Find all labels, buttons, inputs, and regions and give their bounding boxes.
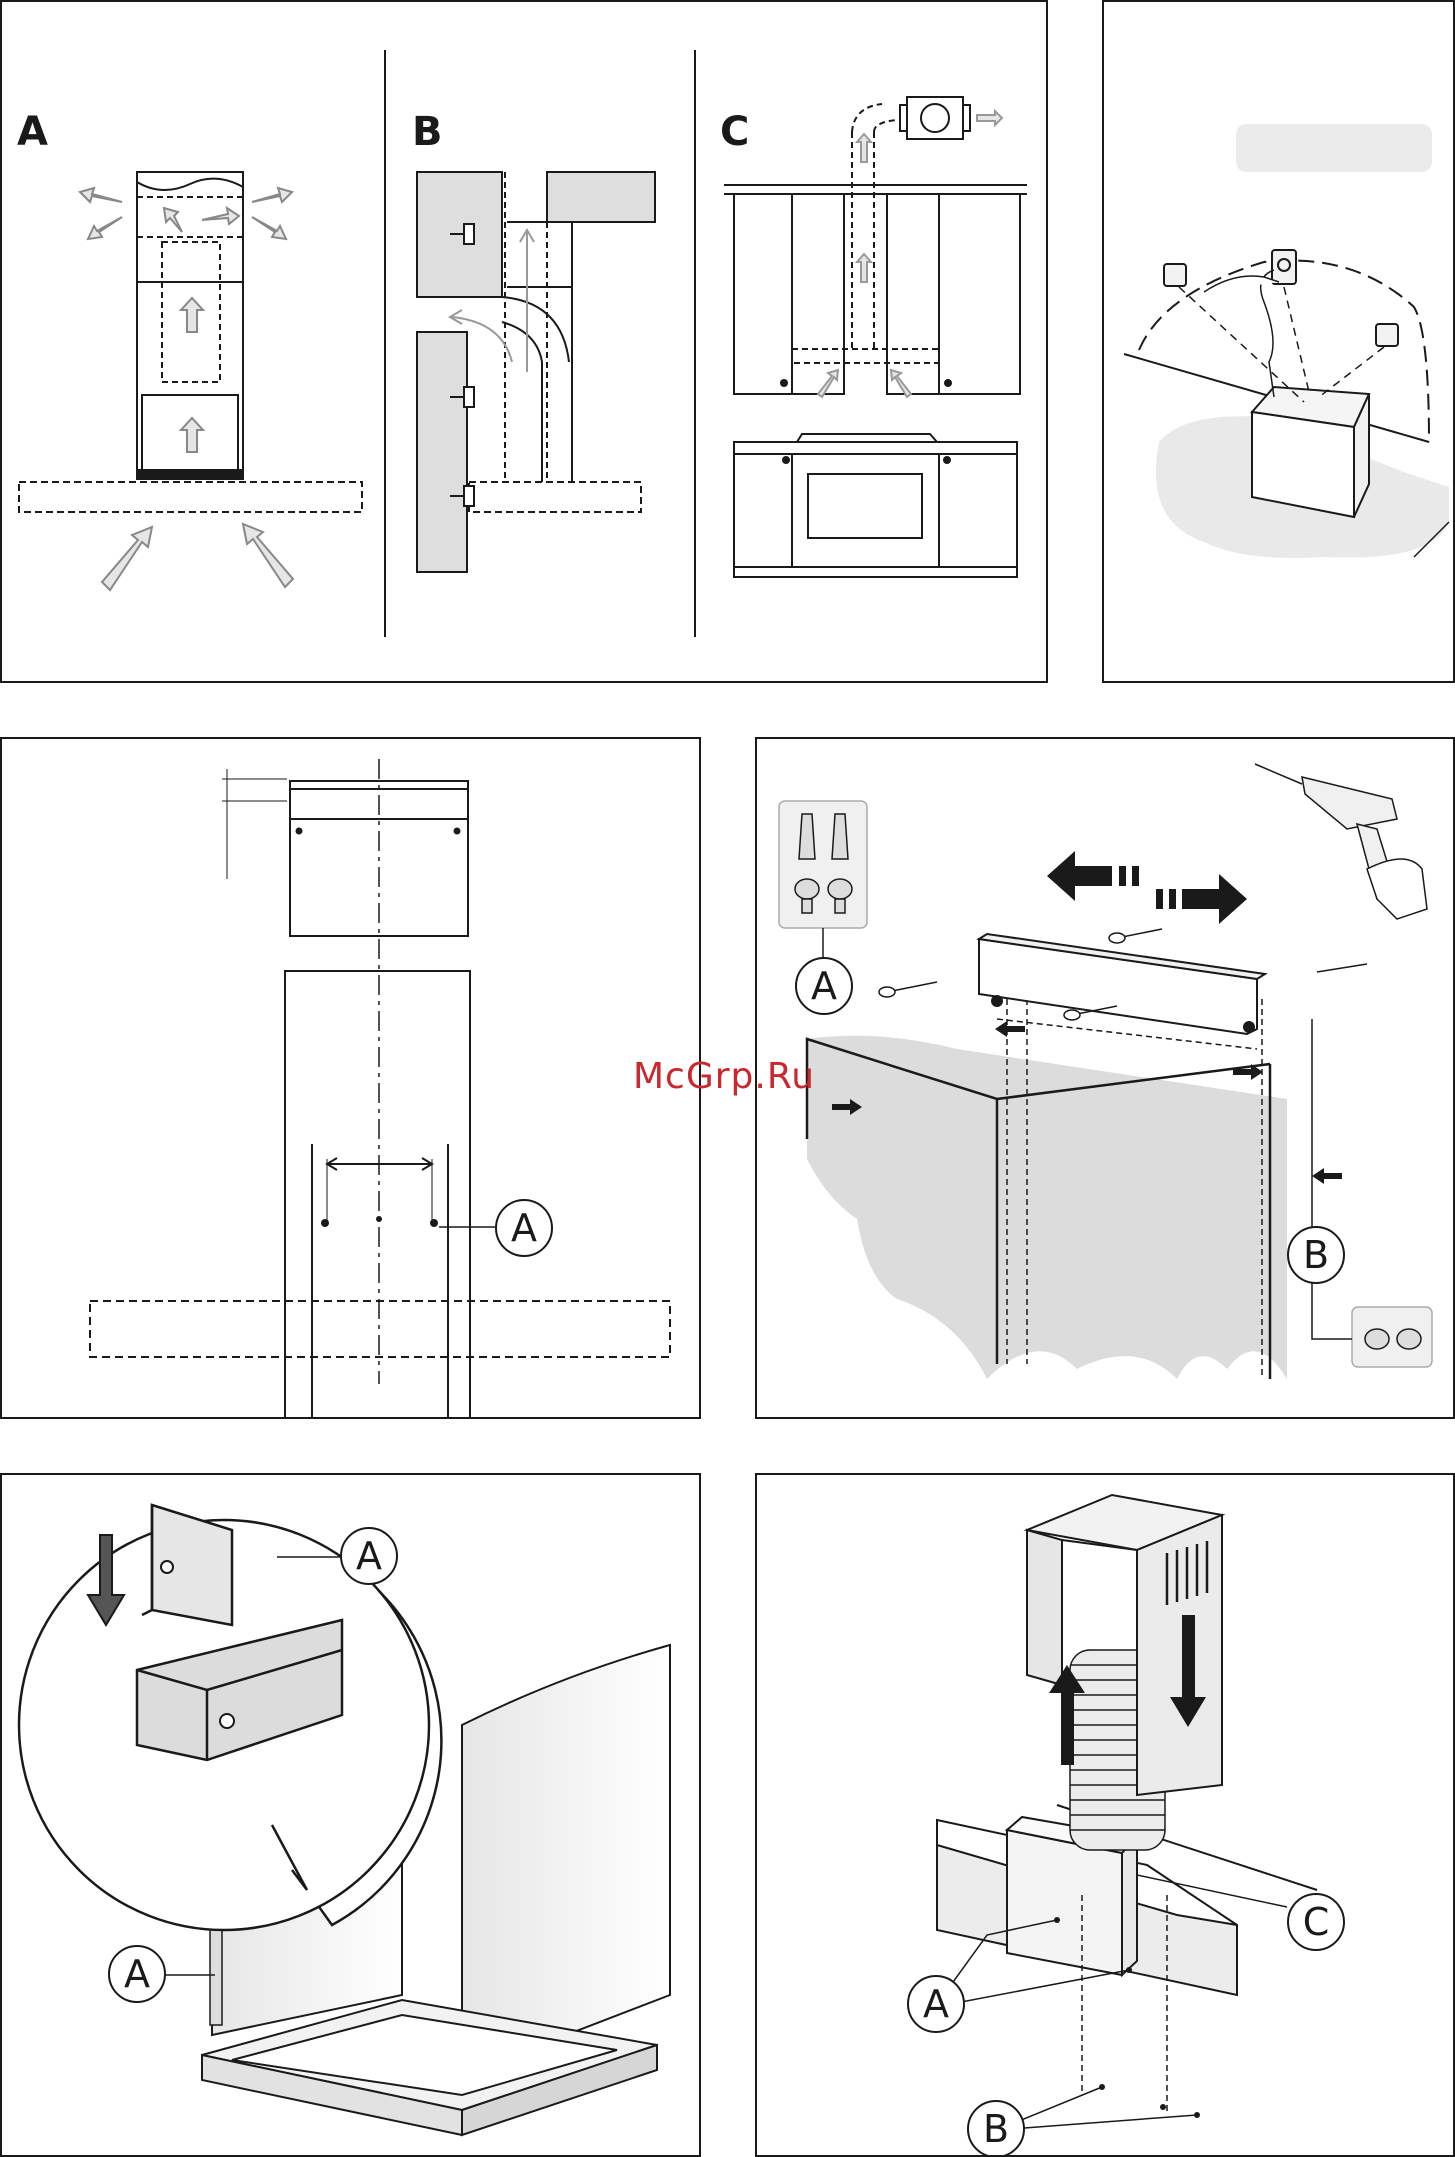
wall-bracket-fixing-panel: A B — [755, 737, 1455, 1419]
wall-sockets — [1164, 250, 1398, 346]
hood-body — [1252, 387, 1369, 517]
duct-installation-diagram — [757, 1475, 1455, 2157]
mode-a-airflow-arrows — [80, 188, 293, 590]
callout-b: B — [967, 2100, 1025, 2157]
mode-b-diagram — [417, 172, 655, 572]
watermark: McGrp.Ru — [633, 1056, 815, 1097]
callout-a-top: A — [340, 1527, 398, 1585]
electrical-connection-diagram — [1104, 2, 1455, 683]
callout-a: A — [795, 957, 853, 1015]
callout-a: A — [495, 1199, 553, 1257]
mode-c-label: C — [720, 112, 749, 152]
callout-c: C — [1287, 1893, 1345, 1951]
mode-c-airflow-arrows — [818, 111, 1002, 397]
wall-plug-kit-box — [779, 801, 867, 928]
chimney-assembly-panel: A A — [0, 1473, 701, 2157]
placeholder-box — [1236, 124, 1432, 172]
mode-b-label: B — [412, 112, 443, 152]
drill-icon — [1255, 764, 1427, 919]
callout-a: A — [907, 1975, 965, 2033]
wall-bracket — [979, 934, 1265, 1034]
mode-c-diagram — [724, 97, 1027, 577]
venting-modes-diagram — [2, 2, 1048, 683]
venting-modes-panel: A B C — [0, 0, 1048, 683]
bracket-measurement-panel: A — [0, 737, 701, 1419]
callout-b: B — [1287, 1226, 1345, 1284]
callout-a-bottom: A — [108, 1945, 166, 2003]
mode-a-diagram — [19, 172, 362, 512]
electrical-connection-panel — [1102, 0, 1455, 683]
bracket-measurement-diagram — [2, 739, 701, 1419]
duct-installation-panel: A B C — [755, 1473, 1455, 2157]
wall-bracket-fixing-diagram — [757, 739, 1455, 1419]
mode-a-label: A — [17, 112, 48, 152]
